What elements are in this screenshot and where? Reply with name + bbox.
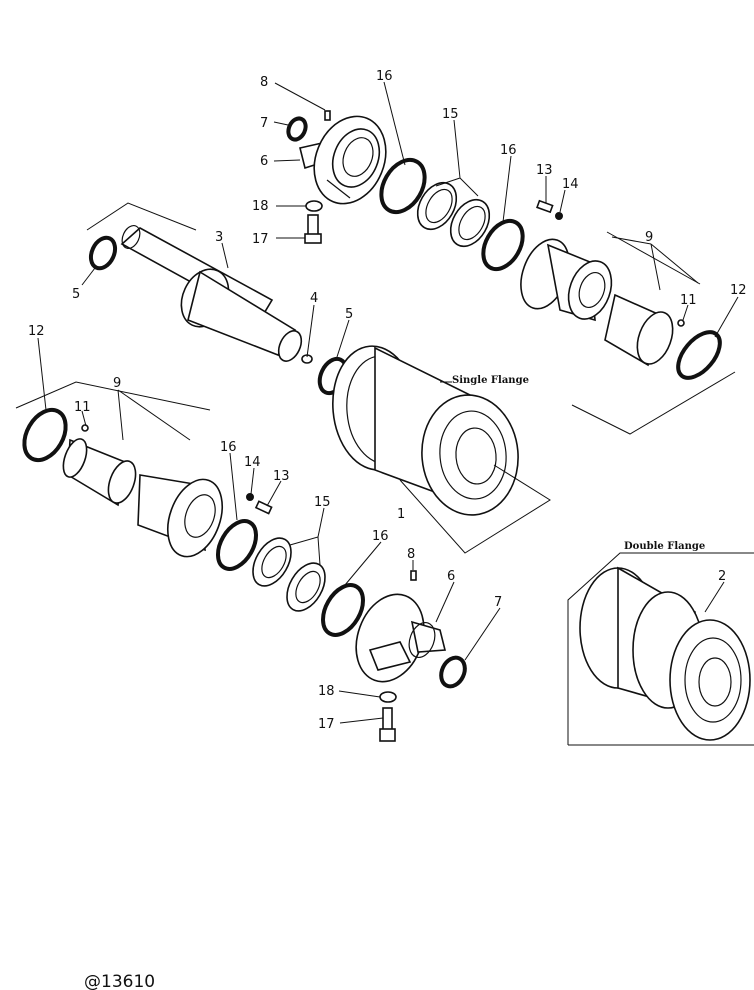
part-9-bushing-left [62, 438, 137, 507]
callout-15-bottom: 15 [314, 495, 331, 510]
part-3-shaft [120, 225, 303, 362]
part-11-pin-right [677, 319, 685, 327]
callout-3: 3 [215, 230, 223, 245]
part-9-bushing-right [604, 293, 674, 367]
part-16-seal-left [216, 519, 258, 571]
callout-15-top: 15 [442, 107, 459, 122]
callout-16-left: 16 [220, 440, 237, 455]
callout-16-top: 16 [376, 69, 393, 84]
part-8-pin-top [324, 110, 331, 121]
callout-8-top: 8 [260, 75, 268, 90]
part-11-pin-left [81, 424, 89, 432]
callout-12-right: 12 [730, 283, 747, 298]
part-13-bolt-left [254, 500, 273, 515]
part-6-collar-top [299, 115, 387, 205]
part-18-washer-bottom [379, 691, 397, 703]
part-16-seal-bottom [321, 583, 365, 637]
part-5-seal-left [88, 235, 118, 271]
part-15-seal-pair-left [252, 537, 326, 612]
part-16-seal-top [379, 157, 427, 215]
callout-18-bottom: 18 [318, 684, 335, 699]
callout-8-bottom: 8 [407, 547, 415, 562]
callout-7-top: 7 [260, 116, 268, 131]
leader-box-shaft [86, 202, 197, 231]
callout-2: 2 [718, 569, 726, 584]
part-6-collar-bottom [355, 593, 447, 683]
part-15-seal-pair-top [416, 181, 491, 248]
caption-single-flange: Single Flange [452, 375, 529, 386]
leader-roller-1 [399, 381, 551, 554]
callout-13-left: 13 [273, 469, 290, 484]
callout-9-left: 9 [113, 376, 121, 391]
callout-16-right: 16 [500, 143, 517, 158]
leader-box-left [15, 381, 211, 411]
callout-13-right: 13 [536, 163, 553, 178]
part-16-seal-top-2 [481, 218, 525, 272]
part-18-washer-top [305, 200, 323, 212]
part-2-roller-double-flange [579, 566, 751, 741]
drawing-reference-number: @13610 [84, 972, 155, 990]
callout-18-top: 18 [252, 199, 269, 214]
double-flange-inset-frame [567, 552, 754, 746]
callout-5-mid: 5 [345, 307, 353, 322]
callout-17-top: 17 [252, 232, 269, 247]
part-13-bolt-top [536, 199, 554, 214]
part-12-ring-left [22, 407, 68, 463]
part-7-ring-top [286, 116, 308, 142]
part-7-ring-bottom [439, 655, 467, 689]
callout-14-right: 14 [562, 177, 579, 192]
callout-1: 1 [397, 507, 405, 522]
part-12-ring-right [676, 330, 722, 380]
callout-9-right: 9 [645, 230, 653, 245]
callout-16-bottom: 16 [372, 529, 389, 544]
callout-7-bottom: 7 [494, 595, 502, 610]
callout-leader-lines [37, 81, 739, 724]
callout-5-left: 5 [72, 287, 80, 302]
callout-12-left: 12 [28, 324, 45, 339]
callout-labels: 8 16 7 15 6 16 13 14 18 17 3 9 5 4 5 11 … [28, 69, 747, 732]
part-8-pin-bottom [410, 570, 417, 581]
part-9-housing-left [137, 474, 223, 558]
part-9-housing-right [520, 238, 613, 322]
callout-11-right: 11 [680, 293, 697, 308]
callout-14-left: 14 [244, 455, 261, 470]
part-17-bolt-top [304, 214, 322, 244]
part-14-washer-left [246, 493, 254, 501]
callout-11-left: 11 [74, 400, 91, 415]
part-1-roller-single-flange [332, 345, 519, 516]
callout-6-top: 6 [260, 154, 268, 169]
callout-6-bottom: 6 [447, 569, 455, 584]
callout-17-bottom: 17 [318, 717, 335, 732]
callout-4: 4 [310, 291, 318, 306]
part-17-bolt-bottom [379, 707, 396, 742]
part-14-washer-top [555, 212, 563, 220]
caption-double-flange: Double Flange [624, 541, 705, 552]
